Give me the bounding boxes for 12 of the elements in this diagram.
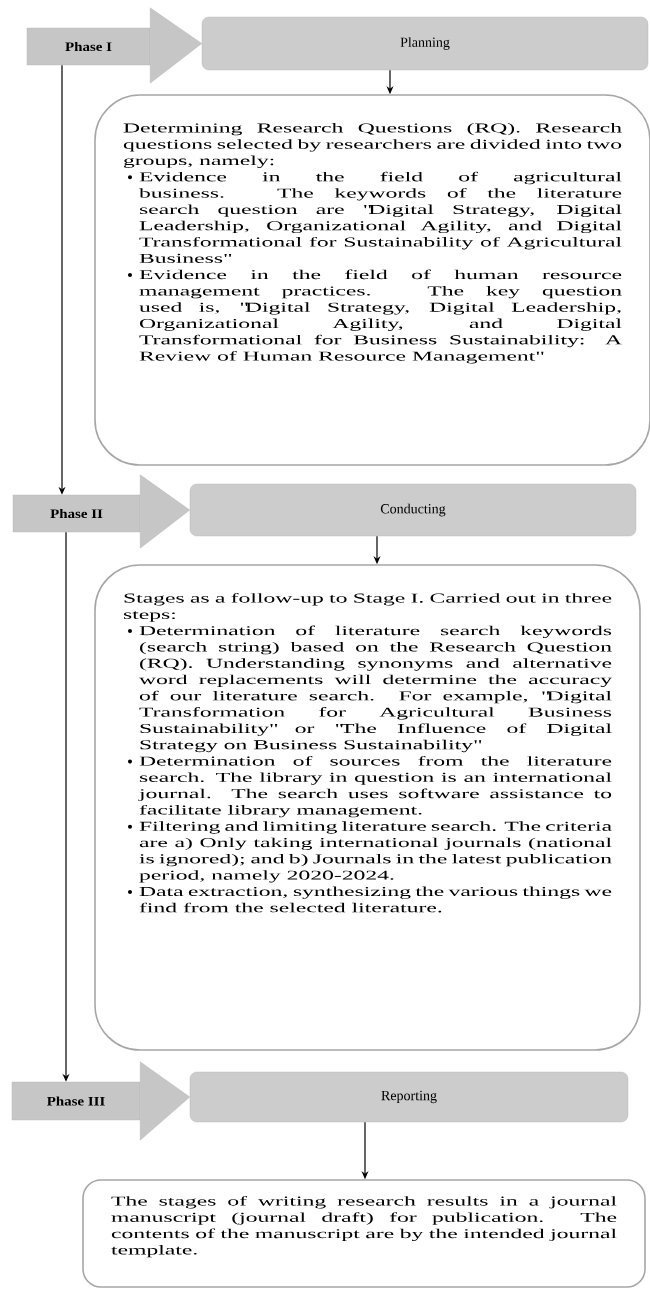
description-box: Determining Research Questions (RQ). Research questions selected by researchers are divided into two groups, namely: Evidence in the field of agricultural business. The keywords of the literature search question are "Digital Strategy, Digital Leadership, Organizational Agility, and Digital Transformational for Sustainability of Agricultural Business" Evidence in the field of human resource management practices. The key question used is, "Digital Strategy, Digital Leadership, Organizational Agility, and Digital Transformational for Business Sustainability: A Review of Human Resource Management" xyxy=(94,94,650,466)
phase-box: Phase III xyxy=(11,1081,141,1121)
phase-box: Phase II xyxy=(12,494,141,533)
block-arrow xyxy=(150,7,202,84)
block-arrow xyxy=(140,1061,190,1141)
block-arrow xyxy=(140,474,190,549)
phase-box: Phase I xyxy=(26,27,151,66)
description-box: Stages as a follow-up to Stage I. Carried out in three steps: Determination of literature search keywords (search string) based on the Research Question (RQ). Understanding synonyms and alternative word replacements will determine the accuracy of our literature search. For example, "Digital Transformation for Agricultural Business Sustainability" or "The Influence of Digital Strategy on Business Sustainability" Determination of sources from the literature search. The library in question is an international journal. The search uses software assistance to facilitate library management. Filtering and limiting literature search. The criteria are a) Only taking international journals (national is ignored); and b) Journals in the latest publication period, namely 2020-2024. Data extraction, synthesizing the various things we find from the selected literature. xyxy=(94,564,641,1051)
stage-box: Reporting xyxy=(189,1071,629,1123)
stage-box: Planning xyxy=(201,16,649,71)
stage-box: Conducting xyxy=(189,483,637,537)
description-box: The stages of writing research results in a journal manuscript (journal draft) for publication. The contents of the manuscript are by the intended journal template. xyxy=(82,1179,646,1288)
